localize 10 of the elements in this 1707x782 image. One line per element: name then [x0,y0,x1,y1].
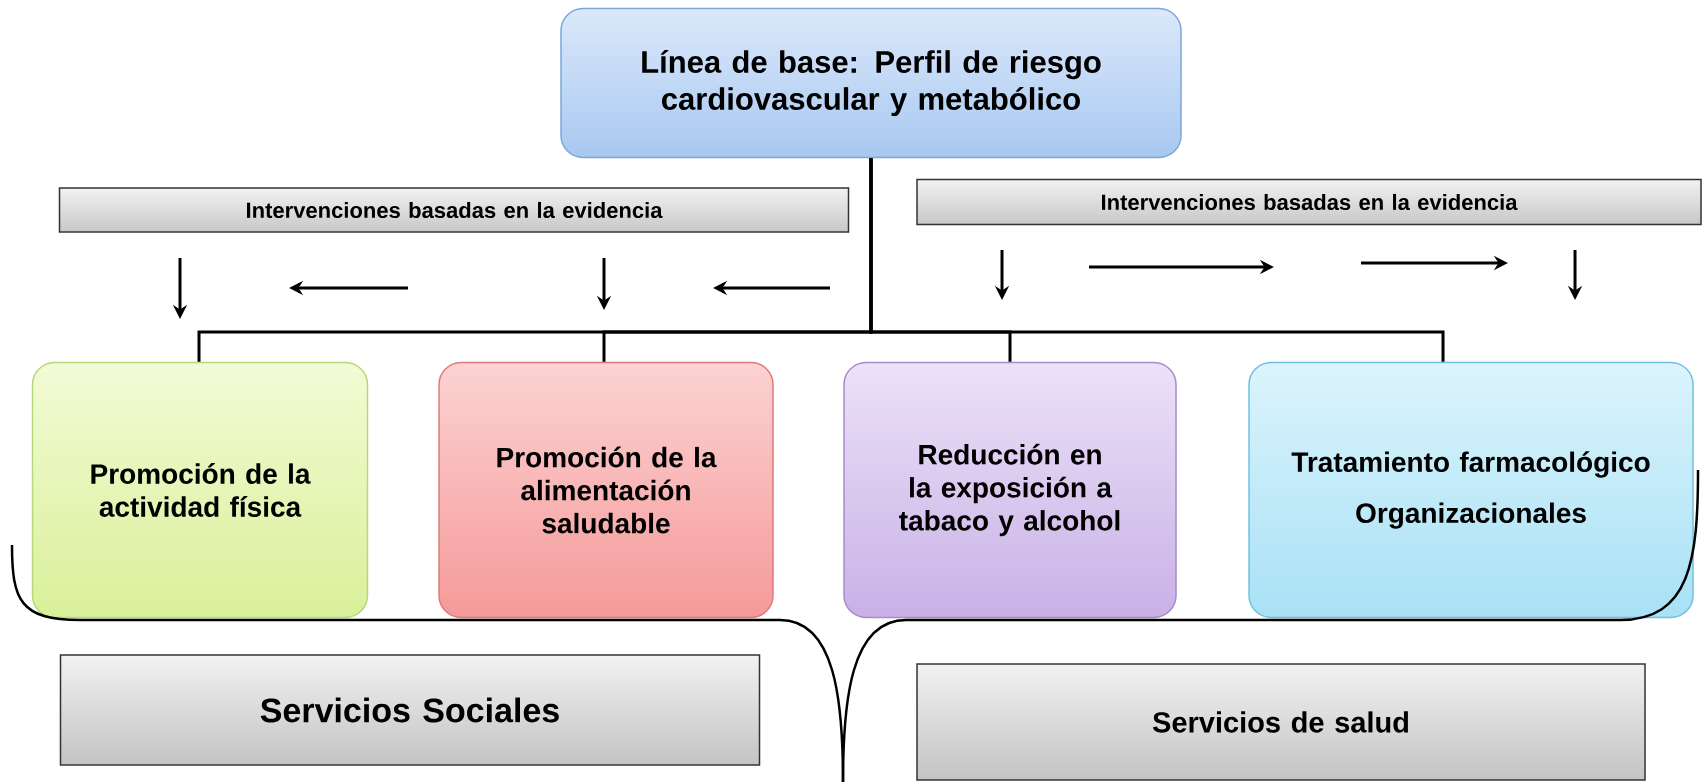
connector-line [869,158,1445,362]
banner-box: Intervenciones basadas en la evidencia [58,187,850,233]
banner-box: Servicios Sociales [59,654,761,766]
banner-box: Intervenciones basadas en la evidencia [916,178,1702,226]
process-box: Tratamiento farmacológico Organizacionales [1248,361,1694,619]
banner-box: Servicios de salud [916,663,1646,781]
process-box: Promoción de la alimentación saludable [438,361,774,619]
process-box: Reducción en la exposición a tabaco y alcohol [843,361,1177,619]
process-box: Línea de base: Perfil de riesgo cardiovascular y metabólico [560,7,1182,159]
process-box: Promoción de la actividad física [31,361,369,619]
